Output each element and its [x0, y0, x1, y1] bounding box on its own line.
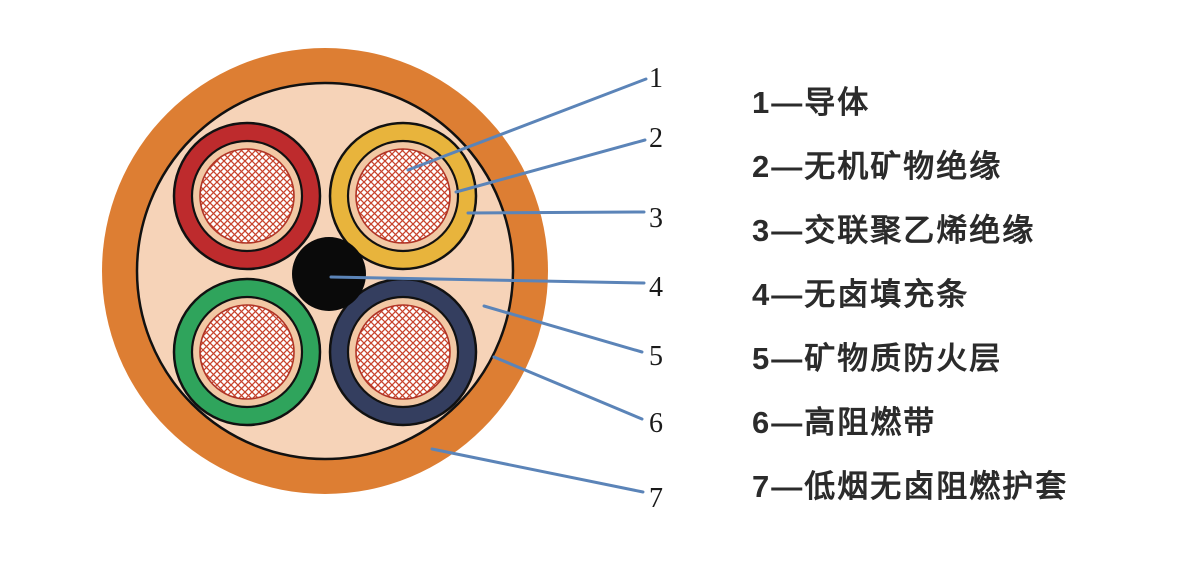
conductor-core-red [199, 148, 295, 244]
legend-item-7: 7—低烟无卤阻燃护套 [752, 469, 1069, 504]
core-red [172, 121, 322, 271]
leader-line-5 [482, 304, 644, 354]
conductor-core-yellow [355, 148, 451, 244]
leader-line-2 [454, 138, 647, 194]
legend-item-6: 6—高阻燃带 [752, 405, 937, 440]
core-blue [328, 277, 478, 427]
callout-number-6: 6 [649, 408, 663, 439]
legend-item-5: 5—矿物质防火层 [752, 341, 1003, 376]
core-green [172, 277, 322, 427]
callout-number-3: 3 [649, 203, 663, 234]
legend-item-3: 3—交联聚乙烯绝缘 [752, 213, 1036, 248]
conductor-core-green [199, 304, 295, 400]
leader-line-4 [329, 275, 646, 285]
legend-item-1: 1—导体 [752, 85, 871, 120]
callout-number-1: 1 [649, 63, 663, 94]
legend-item-4: 4—无卤填充条 [752, 277, 970, 312]
conductor-core-blue [355, 304, 451, 400]
leader-line-1 [406, 77, 648, 172]
callout-number-5: 5 [649, 341, 663, 372]
leader-line-7 [430, 447, 645, 494]
leader-line-6 [492, 355, 644, 421]
callout-number-2: 2 [649, 123, 663, 154]
filler-strip [292, 237, 366, 311]
leader-line-3 [466, 210, 646, 215]
callout-number-7: 7 [649, 483, 663, 514]
callout-number-4: 4 [649, 272, 663, 303]
legend: 1—导体 2—无机矿物绝缘 3—交联聚乙烯绝缘 4—无卤填充条 5—矿物质防火层… [752, 81, 1068, 529]
legend-item-2: 2—无机矿物绝缘 [752, 149, 1003, 184]
flame-retardant-tape [135, 81, 515, 461]
